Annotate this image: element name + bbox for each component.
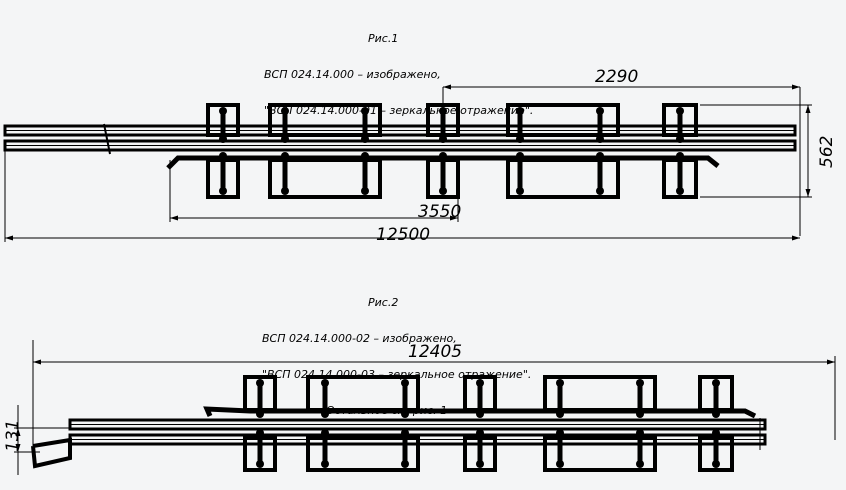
bolt [516, 187, 524, 195]
bolt [596, 107, 604, 115]
bolt [401, 460, 409, 468]
dimension-arrow [805, 105, 811, 113]
bolt [636, 460, 644, 468]
figure1-line2: "ВСП 024.14.000-01 – зеркальное отражени… [264, 104, 534, 117]
bolt [256, 460, 264, 468]
figure2-title: Рис.2 [368, 296, 399, 309]
bolt [712, 379, 720, 387]
figure2-line1: ВСП 024.14.000-02 – изображено, [262, 332, 457, 345]
dimension-arrow [15, 428, 21, 436]
bolt [219, 187, 227, 195]
dimension-arrow [33, 359, 41, 365]
break-line [103, 123, 111, 155]
figure2-caption: Рис.2 ВСП 024.14.000-02 – изображено, "В… [262, 273, 531, 429]
bolt [401, 379, 409, 387]
bottom-bracket [543, 435, 657, 472]
figure1-title: Рис.1 [368, 32, 399, 45]
bolt [676, 107, 684, 115]
bolt [556, 460, 564, 468]
bolt [219, 107, 227, 115]
dimension-arrow [5, 235, 13, 241]
dimension-arrow [805, 189, 811, 197]
bolt [321, 460, 329, 468]
bolt [476, 379, 484, 387]
bolt [476, 460, 484, 468]
figure1-drawing [3, 84, 812, 242]
dimension-arrow [450, 215, 458, 221]
dim-2290: 2290 [595, 67, 638, 87]
bent-rail-end [31, 437, 72, 469]
figure2-drawing [14, 340, 836, 475]
bolt [281, 107, 289, 115]
bolt [321, 379, 329, 387]
curved-beam [203, 406, 757, 419]
dim-12500: 12500 [376, 225, 430, 245]
dim-131: 131 [3, 420, 23, 452]
bolt [556, 379, 564, 387]
bolt [516, 107, 524, 115]
figure1-caption: Рис.1 ВСП 024.14.000 – изображено, "ВСП … [264, 9, 533, 129]
dim-562: 562 [817, 136, 837, 168]
figure1-line1: ВСП 024.14.000 – изображено, [264, 68, 441, 81]
dimension-arrow [792, 84, 800, 90]
bolt [676, 187, 684, 195]
dimension-arrow [792, 235, 800, 241]
curved-beam [166, 155, 720, 170]
bolt [281, 187, 289, 195]
figure2-line3: Остальное см. рис. 1 [326, 404, 448, 417]
figure2-line2: "ВСП 024.14.000-03 – зеркальное отражени… [262, 368, 532, 381]
dimension-arrow [443, 84, 451, 90]
bolt [596, 187, 604, 195]
dimension-arrow [827, 359, 835, 365]
dim-3550: 3550 [418, 202, 461, 222]
bolt [361, 187, 369, 195]
bolt [361, 107, 369, 115]
dimension-arrow [15, 444, 21, 452]
bolt [439, 187, 447, 195]
bolt [712, 460, 720, 468]
dimension-arrow [170, 215, 178, 221]
bottom-bracket [306, 435, 420, 472]
bolt [636, 379, 644, 387]
bolt [256, 379, 264, 387]
dim-12405: 12405 [408, 342, 462, 362]
